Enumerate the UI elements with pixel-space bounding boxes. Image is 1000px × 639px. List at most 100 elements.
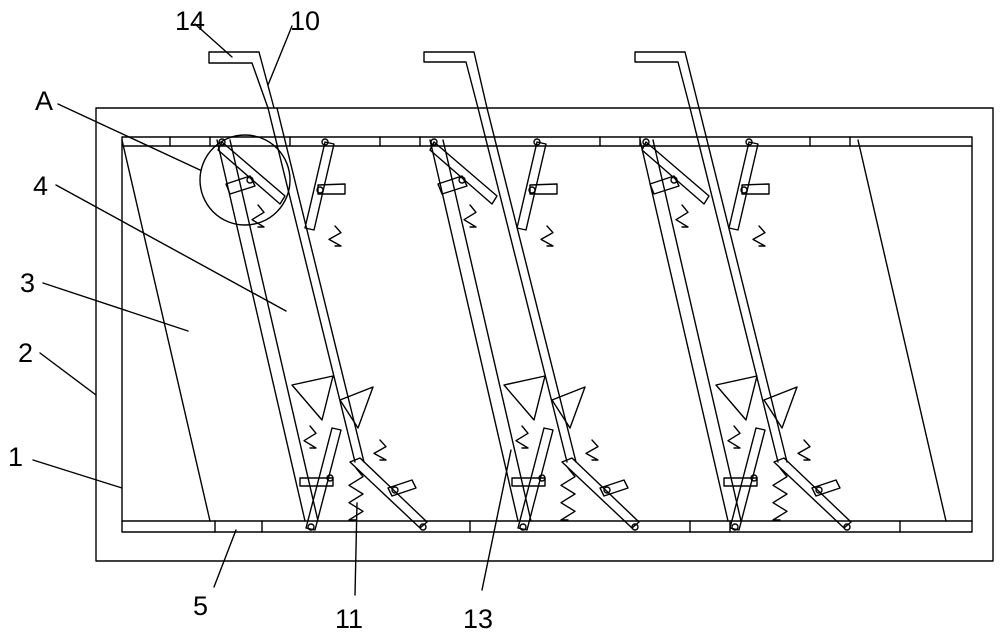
pin-1-5 [631,523,639,531]
spring-bottom-0 [348,467,364,521]
spring-top-r-2 [752,225,766,247]
label-a: A [35,86,53,116]
rod-line-b-2 [698,107,788,463]
lower-latch-2 [723,477,758,487]
lower-flap-l-2 [729,427,766,531]
triangle-left-2 [715,375,758,421]
lower-flap-l-0 [305,427,342,531]
diagonal-line-0 [121,139,211,522]
upper-flap-0 [304,141,335,231]
label-1: 1 [8,442,23,472]
diagonal-plates [121,107,947,531]
spring-mid-2 [727,425,741,449]
label-2: 2 [18,338,33,368]
pin-0-1 [321,138,329,146]
upper-latch-r-0 [317,183,346,195]
pin-2-2 [740,186,748,194]
pin-0-3 [246,176,254,184]
part-labels: 14 10 A 4 3 2 1 5 11 13 [8,6,493,634]
upper-latch-0 [225,175,256,195]
springs [251,204,811,521]
label-13: 13 [463,604,493,634]
triangle-right-0 [339,386,374,429]
pin-0-2 [316,186,324,194]
upper-arm-1 [429,141,498,205]
pin-2-4 [731,523,739,531]
pin-1-1 [533,138,541,146]
diagonal-line-6 [652,139,742,522]
spring-bottom-2 [772,467,788,521]
lower-flap-2 [773,457,852,529]
label-3: 3 [20,268,35,298]
pin-1-6 [538,474,546,482]
pin-2-5 [843,523,851,531]
lower-latch-r-0 [387,479,417,497]
pin-1-4 [519,523,527,531]
top-rods [208,51,700,109]
pin-1-2 [528,186,536,194]
upper-arm-0 [217,141,286,205]
spring-mid-1 [515,425,529,449]
spring-top-0 [251,204,265,228]
lower-latch-r-2 [811,479,841,497]
leader-lines [32,23,512,596]
upper-latch-r-1 [529,183,558,195]
diagonal-line-5 [639,139,729,522]
upper-flap-2 [728,141,759,231]
label-4: 4 [33,171,48,201]
lower-latch-1 [511,477,546,487]
spring-mid-0 [303,425,317,449]
lower-latch-0 [299,477,334,487]
rod-line-a-1 [477,107,568,463]
upper-latch-2 [649,175,680,195]
pin-1-0 [430,138,438,146]
spring-mid-r-0 [373,439,387,461]
spring-top-2 [675,204,689,228]
pin-0-7 [391,486,399,494]
spring-top-1 [463,204,477,228]
lower-latch-r-1 [599,479,629,497]
pivot-pins [218,138,851,531]
top-rail [121,136,973,147]
label-11: 11 [335,604,363,634]
diagonal-line-3 [429,139,519,522]
label-10: 10 [290,6,320,36]
label-14: 14 [175,6,205,36]
triangle-left-0 [291,375,334,421]
spring-bottom-1 [560,467,576,521]
upper-flap-1 [516,141,547,231]
triangle-right-1 [551,386,586,429]
spring-top-r-0 [328,225,342,247]
triangle-left-1 [503,375,546,421]
upper-arm-2 [641,141,710,205]
pin-2-7 [815,486,823,494]
rod-line-b-0 [276,107,365,463]
diagonal-line-1 [216,139,306,522]
upper-latch-1 [437,175,468,195]
pin-2-1 [745,138,753,146]
spring-mid-r-2 [797,439,811,461]
pin-2-0 [642,138,650,146]
detail-circle-a [199,134,291,226]
diagonal-line-7 [857,139,947,522]
rod-line-a-0 [267,107,356,463]
pin-0-5 [419,523,427,531]
upper-latch-r-2 [741,183,770,195]
pin-2-3 [670,176,678,184]
spring-top-r-1 [540,225,554,247]
label-5: 5 [193,591,208,621]
lower-flap-0 [349,457,428,529]
lower-flap-1 [561,457,640,529]
pin-0-6 [326,474,334,482]
pin-2-6 [750,474,758,482]
pin-1-7 [603,486,611,494]
triangle-right-2 [763,386,798,429]
pin-1-3 [458,176,466,184]
rod-line-a-2 [689,107,779,463]
spring-mid-r-1 [585,439,599,461]
diagonal-line-2 [229,139,319,522]
diagonal-line-4 [442,139,532,522]
pin-0-4 [307,523,315,531]
outer-housing [95,107,994,562]
